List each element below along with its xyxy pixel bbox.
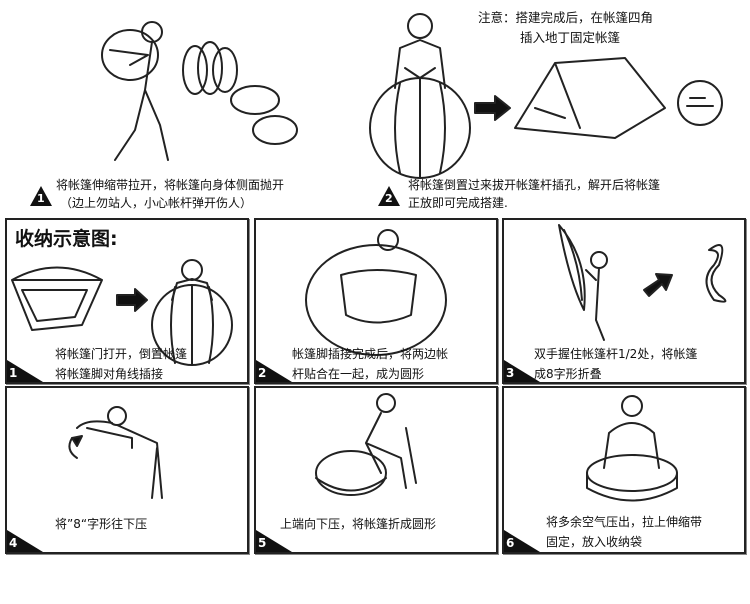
step-text-line-1: 将帐篷倒置过来拔开帐篷杆插孔，解开后将帐篷 bbox=[408, 178, 661, 192]
caption-line-1: 将多余空气压出，拉上伸缩带 bbox=[546, 515, 703, 529]
note-line-1: 注意：搭建完成后，在帐篷四角 bbox=[478, 10, 654, 25]
illustration-joined-poles bbox=[305, 229, 447, 356]
illustration-strap-pack bbox=[586, 395, 678, 502]
note-line-2: 插入地丁固定帐篷 bbox=[520, 30, 621, 45]
illustration-inverted-tent bbox=[11, 259, 233, 366]
step-number-badge: 3 bbox=[504, 360, 540, 382]
step-number-badge: 2 bbox=[378, 186, 400, 206]
step-number-badge: 5 bbox=[256, 530, 292, 552]
caption-line-1: 将”8“字形往下压 bbox=[55, 517, 148, 531]
step-number-badge: 2 bbox=[256, 360, 292, 382]
caption-line-2: 成8字形折叠 bbox=[534, 367, 602, 381]
storage-panel-6: 将多余空气压出，拉上伸缩带 固定，放入收纳袋 6 bbox=[502, 386, 746, 554]
setup-step-2: 2 将帐篷倒置过来拔开帐篷杆插孔，解开后将帐篷 正放即可完成搭建. bbox=[378, 176, 738, 216]
illustration-throw-tent bbox=[101, 21, 298, 161]
illustration-pop-tent bbox=[369, 13, 723, 179]
step-number-badge: 6 bbox=[504, 530, 540, 552]
storage-panel-1: 收纳示意图: 将帐篷门打开，倒置帐篷 将帐篷脚对角线插接 1 bbox=[5, 218, 249, 384]
caption-line-1: 双手握住帐篷杆1/2处，将帐篷 bbox=[534, 347, 698, 361]
setup-note: 注意：搭建完成后，在帐篷四角 插入地丁固定帐篷 bbox=[478, 8, 653, 48]
step-text-line-1: 将帐篷伸缩带拉开，将帐篷向身体侧面抛开 bbox=[56, 178, 285, 192]
caption-line-1: 帐篷脚插接完成后，将两边帐 bbox=[292, 347, 449, 361]
illustration-press-down bbox=[68, 406, 163, 499]
storage-panel-3: 双手握住帐篷杆1/2处，将帐篷 成8字形折叠 3 bbox=[502, 218, 746, 384]
caption-line-1: 将帐篷门打开，倒置帐篷 bbox=[55, 347, 188, 361]
storage-panel-2: 帐篷脚插接完成后，将两边帐 杆贴合在一起，成为圆形 2 bbox=[254, 218, 498, 384]
step-number-badge: 4 bbox=[7, 530, 43, 552]
step-text-line-2: 正放即可完成搭建. bbox=[408, 196, 508, 210]
storage-title: 收纳示意图: bbox=[15, 228, 118, 250]
illustration-fold-circle bbox=[315, 393, 417, 496]
caption-line-1: 上端向下压，将帐篷折成圆形 bbox=[280, 517, 437, 531]
step-number-badge: 1 bbox=[30, 186, 52, 206]
caption-line-2: 固定，放入收纳袋 bbox=[546, 535, 643, 549]
storage-panel-5: 上端向下压，将帐篷折成圆形 5 bbox=[254, 386, 498, 554]
caption-line-2: 将帐篷脚对角线插接 bbox=[55, 367, 164, 381]
step-number-badge: 1 bbox=[7, 360, 43, 382]
step-text-line-2: （边上勿站人，小心帐杆弹开伤人） bbox=[60, 196, 253, 210]
illustration-figure-eight bbox=[558, 224, 727, 341]
caption-line-2: 杆贴合在一起，成为圆形 bbox=[292, 367, 425, 381]
storage-panel-4: 将”8“字形往下压 4 bbox=[5, 386, 249, 554]
setup-step-1: 1 将帐篷伸缩带拉开，将帐篷向身体侧面抛开 （边上勿站人，小心帐杆弹开伤人） bbox=[30, 176, 360, 216]
